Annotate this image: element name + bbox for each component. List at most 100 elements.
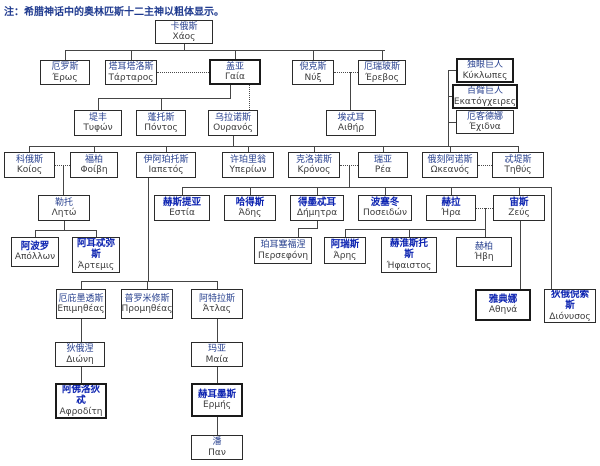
- node-hera-name-link[interactable]: 赫拉: [441, 196, 461, 208]
- node-tethys-greek-label: Τηθύς: [504, 165, 532, 175]
- node-pontus-name-link[interactable]: 蓬托斯: [147, 112, 175, 123]
- node-gaia-greek-label: Γαία: [225, 72, 245, 82]
- node-athena-name-link[interactable]: 雅典娜: [488, 293, 518, 305]
- connector-line: [249, 85, 250, 110]
- node-erebus-greek-label: Έρεβος: [365, 72, 399, 83]
- node-artemis-greek-label: Άρτεμις: [77, 260, 115, 271]
- connector-line: [235, 50, 236, 59]
- connector-line: [81, 367, 82, 383]
- node-maia-name-link[interactable]: 玛亚: [207, 344, 226, 355]
- note-text: 注：希腊神话中的奥林匹斯十二主神以粗体显示。: [4, 7, 224, 18]
- connector-line: [65, 50, 385, 51]
- node-apollo-name-link[interactable]: 阿波罗: [20, 240, 50, 252]
- connector-line: [63, 165, 64, 195]
- connector-line: [35, 230, 96, 231]
- connector-line: [317, 187, 318, 195]
- connector-line: [81, 281, 217, 282]
- connector-line: [217, 281, 218, 289]
- node-hyperion-name-link[interactable]: 许珀里翁: [229, 154, 266, 165]
- node-cyclopes-name-link[interactable]: 独眼巨人: [466, 60, 503, 71]
- node-erebus-name-link[interactable]: 厄瑞玻斯: [363, 62, 400, 73]
- node-nyx-name-link[interactable]: 倪克斯: [299, 62, 327, 73]
- node-atlas-name-link[interactable]: 阿特拉斯: [198, 293, 235, 304]
- node-typhon-name-link[interactable]: 堤丰: [88, 112, 107, 123]
- node-hestia-name-link[interactable]: 赫斯提亚: [162, 196, 201, 208]
- node-dione-name-link[interactable]: 狄俄涅: [66, 344, 94, 355]
- node-epimetheus-name-link[interactable]: 厄庇墨透斯: [58, 293, 104, 304]
- node-iapetus-name-link[interactable]: 伊阿珀托斯: [143, 154, 189, 165]
- node-demeter-name-link[interactable]: 得墨忒耳: [297, 196, 336, 208]
- node-tethys-name-link[interactable]: 忒堤斯: [504, 154, 532, 165]
- node-hebe-greek-label: Ήβη: [474, 252, 494, 262]
- connector-line: [385, 187, 386, 195]
- node-hermes-name-link[interactable]: 赫耳墨斯: [197, 388, 236, 400]
- connector-line: [248, 146, 249, 152]
- node-hephaestus-name-link[interactable]: 赫淮斯托 斯: [389, 238, 428, 260]
- connector-line: [298, 228, 299, 237]
- node-phoebe-name-link[interactable]: 福柏: [84, 154, 103, 165]
- connector-line: [350, 72, 351, 110]
- node-dionysus-greek-label: Διόνυσος: [549, 311, 591, 322]
- node-hades-name-link[interactable]: 哈得斯: [235, 196, 265, 208]
- node-oceanus-greek-label: Ωκεανός: [430, 165, 470, 175]
- node-persephone-name-link[interactable]: 珀耳塞福涅: [260, 240, 306, 251]
- node-aphrodite-name-link[interactable]: 阿佛洛狄 忒: [61, 384, 100, 406]
- connector-line: [349, 165, 350, 187]
- connector-line: [451, 187, 452, 195]
- node-persephone-greek-label: Περσεφόνη: [257, 250, 309, 261]
- node-poseidon-name-link[interactable]: 波塞冬: [370, 196, 400, 208]
- node-uranus-name-link[interactable]: 乌拉诺斯: [214, 112, 251, 123]
- node-uranus-greek-label: Ουρανός: [213, 123, 253, 133]
- connector-line: [313, 50, 314, 60]
- node-hephaestus-greek-label: Ήφαιστος: [386, 260, 432, 271]
- node-ares-greek-label: Άρης: [333, 250, 357, 261]
- node-leto-name-link[interactable]: 勒托: [54, 197, 73, 208]
- node-hestia-greek-label: Εστία: [169, 208, 195, 219]
- node-oceanus-name-link[interactable]: 俄刻阿诺斯: [427, 154, 473, 165]
- node-gaia-name-link[interactable]: 盖亚: [225, 61, 244, 72]
- node-pan-name-link[interactable]: 潘: [212, 437, 222, 448]
- node-coeus-name-link[interactable]: 科俄斯: [15, 154, 43, 165]
- node-echidna-name-link[interactable]: 厄客德娜: [466, 111, 503, 122]
- node-zeus-name-link[interactable]: 宙斯: [509, 196, 529, 208]
- connector-line: [217, 417, 218, 435]
- connector-line: [81, 281, 82, 289]
- node-epimetheus-greek-label: Επιμηθέας: [57, 304, 105, 314]
- node-artemis-name-link[interactable]: 阿耳忒弥 斯: [76, 238, 115, 260]
- connector-line: [520, 221, 521, 289]
- node-dionysus-name-link[interactable]: 狄俄倪索 斯: [550, 289, 589, 311]
- node-eros-name-link[interactable]: 厄罗斯: [51, 62, 79, 73]
- node-ares-name-link[interactable]: 阿瑞斯: [330, 239, 360, 251]
- node-chaos-name-link[interactable]: 卡俄斯: [170, 21, 198, 32]
- node-tartarus-name-link[interactable]: 塔耳塔洛斯: [108, 62, 154, 73]
- connector-line: [448, 70, 449, 146]
- node-eros-greek-label: Έρως: [52, 72, 78, 83]
- node-cronus-greek-label: Κρόνος: [297, 165, 331, 175]
- node-hecatoncheires-name-link[interactable]: 百臂巨人: [466, 86, 503, 97]
- node-hebe-name-link[interactable]: 赫柏: [474, 241, 493, 252]
- connector-line: [161, 98, 162, 110]
- connector-line: [182, 187, 183, 195]
- node-aether-name-link[interactable]: 埃忒耳: [337, 112, 365, 123]
- node-chaos-greek-label: Χάος: [172, 32, 196, 42]
- node-prometheus-name-link[interactable]: 普罗米修斯: [124, 293, 170, 304]
- connector-line: [217, 319, 218, 342]
- connector-line: [131, 50, 132, 60]
- node-rhea-name-link[interactable]: 瑞亚: [373, 154, 392, 165]
- node-phoebe-greek-label: Φοίβη: [80, 165, 108, 175]
- connector-line: [345, 229, 346, 237]
- node-cronus-name-link[interactable]: 克洛诺斯: [295, 154, 332, 165]
